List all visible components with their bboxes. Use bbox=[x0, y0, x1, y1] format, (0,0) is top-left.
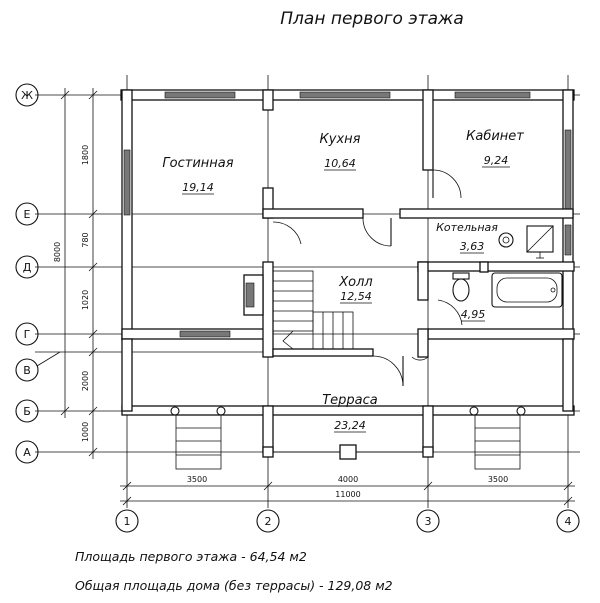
room-area-bath: 4,95 bbox=[461, 308, 486, 321]
axis-marker-col: 3 bbox=[416, 509, 440, 533]
dim-label: 3500 bbox=[187, 475, 207, 484]
terrace-steps-left bbox=[175, 414, 222, 470]
walls bbox=[120, 89, 575, 453]
room-area-boiler: 3,63 bbox=[460, 240, 485, 253]
axis-marker-row: Е bbox=[15, 202, 39, 226]
axis-label: Г bbox=[24, 328, 31, 341]
dim-total-label: 8000 bbox=[53, 242, 62, 262]
axis-marker-row: Д bbox=[15, 255, 39, 279]
axis-marker-row: А bbox=[15, 440, 39, 464]
left-dimensions: 1800 780 1020 2000 1000 8000 bbox=[53, 88, 98, 459]
axis-label: 4 bbox=[565, 515, 572, 528]
axis-label: 1 bbox=[124, 515, 131, 528]
dim-label: 1800 bbox=[81, 145, 90, 165]
col-axis-markers: 1 2 3 4 bbox=[115, 509, 580, 533]
plan-title: План первого этажа bbox=[280, 9, 464, 29]
dim-label: 780 bbox=[81, 232, 90, 247]
toilet-icon bbox=[452, 272, 470, 302]
axis-marker-row: Ж bbox=[15, 83, 39, 107]
room-area-study: 9,24 bbox=[484, 154, 509, 167]
room-labels: Гостинная 19,14 Кухня 10,64 Кабинет 9,24… bbox=[162, 129, 524, 433]
dim-label: 2000 bbox=[81, 371, 90, 391]
axis-label: А bbox=[23, 446, 31, 459]
axis-label: 2 bbox=[265, 515, 272, 528]
row-axis-markers: Ж Е Д Г В Б А bbox=[15, 83, 61, 464]
room-name-kitchen: Кухня bbox=[320, 132, 361, 147]
axis-marker-row: В bbox=[15, 358, 39, 382]
axis-label: В bbox=[23, 364, 31, 377]
dim-label: 3500 bbox=[488, 475, 508, 484]
room-name-boiler: Котельная bbox=[436, 221, 498, 234]
room-name-hall: Холл bbox=[338, 275, 372, 290]
dim-label: 1000 bbox=[81, 422, 90, 442]
room-name-living: Гостинная bbox=[162, 156, 233, 171]
room-name-terrace: Терраса bbox=[322, 393, 378, 408]
axis-label: Ж bbox=[21, 89, 33, 102]
bottom-dimensions: 3500 4000 3500 11000 bbox=[120, 475, 575, 506]
axis-label: Д bbox=[23, 261, 32, 274]
room-area-hall: 12,54 bbox=[340, 290, 372, 303]
room-name-study: Кабинет bbox=[466, 129, 524, 144]
footer-first-floor-area: Площадь первого этажа - 64,54 м2 bbox=[75, 549, 307, 564]
room-area-living: 19,14 bbox=[182, 181, 214, 194]
axis-marker-col: 1 bbox=[115, 509, 139, 533]
dim-total-label: 11000 bbox=[335, 490, 360, 499]
boiler-icon bbox=[498, 225, 554, 259]
room-area-terrace: 23,24 bbox=[334, 419, 366, 432]
axis-marker-row: Б bbox=[15, 399, 39, 423]
axis-label: Б bbox=[23, 405, 31, 418]
dim-label: 1020 bbox=[81, 290, 90, 310]
fireplace-icon bbox=[243, 274, 264, 316]
axis-marker-col: 4 bbox=[556, 509, 580, 533]
axis-label: 3 bbox=[425, 515, 432, 528]
doors bbox=[272, 169, 463, 387]
bathtub-icon bbox=[491, 272, 563, 308]
axis-label: Е bbox=[24, 208, 31, 221]
staircase bbox=[272, 270, 354, 350]
axis-marker-col: 2 bbox=[256, 509, 280, 533]
axis-marker-row: Г bbox=[15, 322, 39, 346]
footer-total-area: Общая площадь дома (без террасы) - 129,0… bbox=[75, 578, 393, 593]
room-area-kitchen: 10,64 bbox=[324, 157, 356, 170]
terrace-posts bbox=[170, 406, 526, 460]
terrace-steps-right bbox=[474, 414, 521, 470]
dim-label: 4000 bbox=[338, 475, 358, 484]
